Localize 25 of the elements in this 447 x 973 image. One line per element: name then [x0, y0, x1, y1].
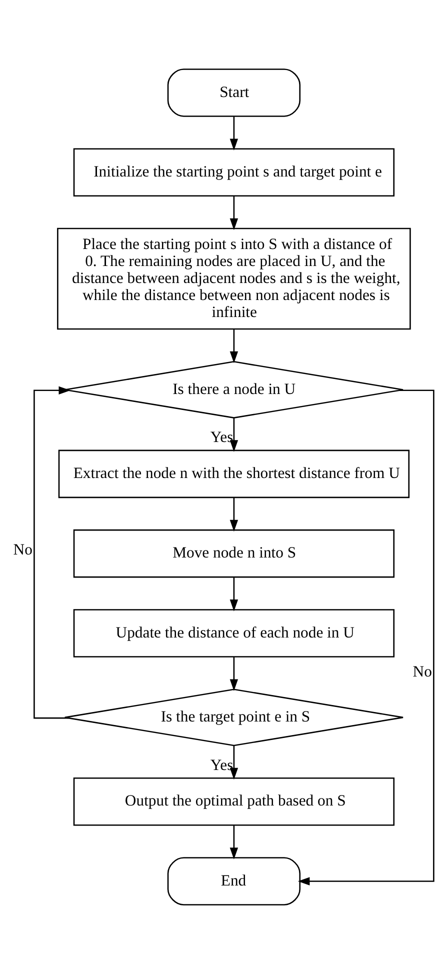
arrow: [230, 195, 238, 230]
arrow: [230, 418, 238, 452]
node-diamond: Is the target point e in S: [64, 688, 404, 746]
arrow: [298, 389, 434, 885]
arrow: [230, 656, 238, 690]
node-box: Output the optimal path based on S: [73, 776, 395, 826]
node-box: Move node n into S: [73, 528, 395, 578]
node-box: Start: [167, 68, 301, 116]
edge-label: No: [412, 663, 432, 680]
arrow: [230, 576, 238, 611]
arrow: [230, 825, 238, 859]
arrow: [230, 328, 238, 363]
arrow: [230, 745, 238, 780]
node-box: Extract the node n with the shortest distance from U: [58, 449, 410, 498]
arrow: [230, 497, 238, 532]
node-box: Update the distance of each node in U: [73, 608, 395, 657]
node-box: Initialize the starting point s and target point e: [73, 148, 395, 196]
edge-label: Yes: [210, 756, 234, 774]
node-box: End: [167, 856, 301, 905]
edge-label: No: [13, 540, 32, 558]
arrow: [230, 116, 238, 150]
edge-label: Yes: [210, 428, 234, 446]
arrow: [34, 386, 70, 718]
node-diamond: Is there a node in U: [64, 360, 404, 418]
node-box: Place the starting point s into S with a distance of 0. The remaining nodes are placed in U, and the distance between adjacent nodes and s is the weight, while the distance between non adjacent nodes is infinite: [57, 227, 411, 330]
